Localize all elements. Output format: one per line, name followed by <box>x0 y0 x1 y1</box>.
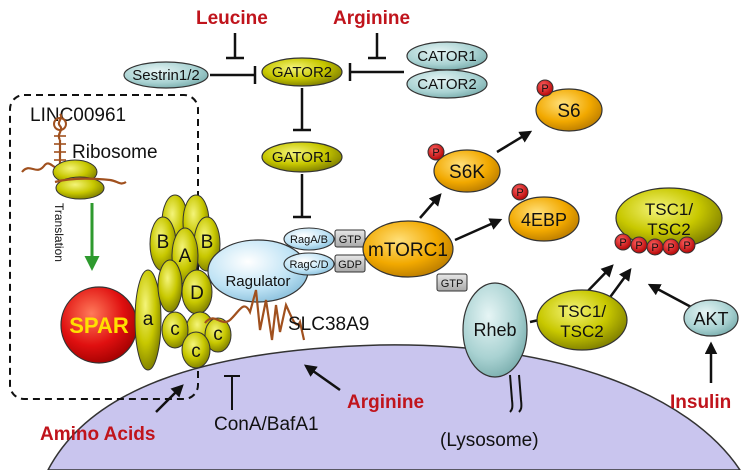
arginine-top-label: Arginine <box>333 8 410 29</box>
arrow-tsc-mid-up-2 <box>606 267 632 301</box>
mtorc1-node <box>362 220 454 278</box>
s6-phospho <box>536 79 554 97</box>
gtp-rheb-label: GTP <box>441 278 464 290</box>
s6k-label: S6K <box>449 162 485 183</box>
lysosome-membrane <box>47 344 741 470</box>
tsc-mid-line2: TSC2 <box>560 322 603 341</box>
lysosome-label: (Lysosome) <box>440 430 539 451</box>
arrow-mtorc1-4ebp <box>454 218 503 242</box>
sestrin-node <box>123 61 209 89</box>
vatpase-c3-label: c <box>191 341 201 362</box>
arrow-mtorc1-s6k <box>419 193 442 219</box>
ragcd-node <box>283 252 335 276</box>
ribosome-small <box>55 176 105 200</box>
amino-acids-label: Amino Acids <box>40 424 155 445</box>
sestrin-label: Sestrin1/2 <box>132 67 200 84</box>
vatpase-B1-label: B <box>157 232 170 253</box>
arrow-amino-acids <box>155 384 184 413</box>
tsc-p2: P <box>635 240 642 252</box>
cona-label: ConA/BafA1 <box>214 414 319 435</box>
vatpase-c2 <box>204 317 232 353</box>
rheb-anchor <box>509 374 523 413</box>
s6-phospho-label: P <box>541 83 548 95</box>
ragulator-label: Ragulator <box>225 273 290 290</box>
s6-node <box>535 88 603 132</box>
cator1-label: CATOR1 <box>417 48 476 65</box>
tsc-top-line2: TSC2 <box>647 220 690 239</box>
vatpase-a-subunit <box>134 269 162 371</box>
tsc-node <box>536 289 628 351</box>
4ebp-phospho-label: P <box>516 187 523 199</box>
cator2-label: CATOR2 <box>417 76 476 93</box>
vatpase-c3 <box>181 331 211 369</box>
rheb-node <box>462 282 528 378</box>
akt-node <box>683 299 739 337</box>
gtp-badge-rheb <box>436 273 468 292</box>
leucine-label: Leucine <box>196 8 268 29</box>
hairpin-ticks <box>54 135 66 161</box>
arginine-bottom-label: Arginine <box>347 392 424 413</box>
rheb-label: Rheb <box>473 320 516 340</box>
slc38a9-transporter <box>204 289 306 341</box>
arrow-s6k-s6 <box>496 130 533 154</box>
tsc-top-line1: TSC1/ <box>645 200 693 219</box>
ragab-label: RagA/B <box>290 234 328 246</box>
vatpase-c1 <box>161 311 189 349</box>
ragab-node <box>283 227 335 251</box>
arrow-arginine-slc <box>303 364 341 392</box>
tsc-p3: P <box>651 242 658 254</box>
tsc-mid-line1: TSC1/ <box>558 302 606 321</box>
ragcd-label: RagC/D <box>289 259 328 271</box>
linc-label: LINC00961 <box>30 105 126 126</box>
gtp-badge-rag <box>334 229 366 248</box>
s6k-phospho-label: P <box>432 147 439 159</box>
s6-label: S6 <box>557 101 580 122</box>
vatpase-A-label: A <box>179 246 192 267</box>
mtorc1-label: mTORC1 <box>368 240 448 261</box>
arrow-akt-tsc <box>647 283 694 310</box>
gdp-rag-label: GDP <box>338 259 362 271</box>
insulin-label: Insulin <box>670 392 731 413</box>
v-atpase-complex: a B B A D c c c <box>134 194 232 371</box>
vatpase-B2-label: B <box>201 232 214 253</box>
gdp-badge-rag <box>334 254 366 273</box>
4ebp-phospho <box>511 183 529 201</box>
cator2-node <box>406 69 488 99</box>
tsc-p4: P <box>667 242 674 254</box>
tsc-p5: P <box>683 240 690 252</box>
gator2-label: GATOR2 <box>272 64 332 81</box>
gator1-label: GATOR1 <box>272 149 332 166</box>
vatpase-c2-label: c <box>213 324 223 345</box>
vatpase-a-label: a <box>143 309 154 330</box>
4ebp-label: 4EBP <box>521 210 567 230</box>
vatpase-D-label: D <box>190 283 204 304</box>
s6k-node <box>433 149 501 193</box>
vatpase-c1-label: c <box>170 319 180 340</box>
slc38a9-label: SLC38A9 <box>288 314 369 335</box>
gator1-node <box>261 141 343 173</box>
translation-label: Translation <box>52 203 66 262</box>
akt-label: AKT <box>693 309 728 329</box>
4ebp-node <box>508 196 580 242</box>
ribosome-label: Ribosome <box>72 142 158 163</box>
gator2-node <box>261 57 343 87</box>
spar-label: SPAR <box>69 313 129 338</box>
tsc-p1: P <box>619 237 626 249</box>
s6k-phospho <box>427 143 445 161</box>
vatpase-side <box>157 259 183 313</box>
gtp-rag-label: GTP <box>339 234 362 246</box>
tsc-phospho-cluster: P P P P P <box>614 233 696 256</box>
